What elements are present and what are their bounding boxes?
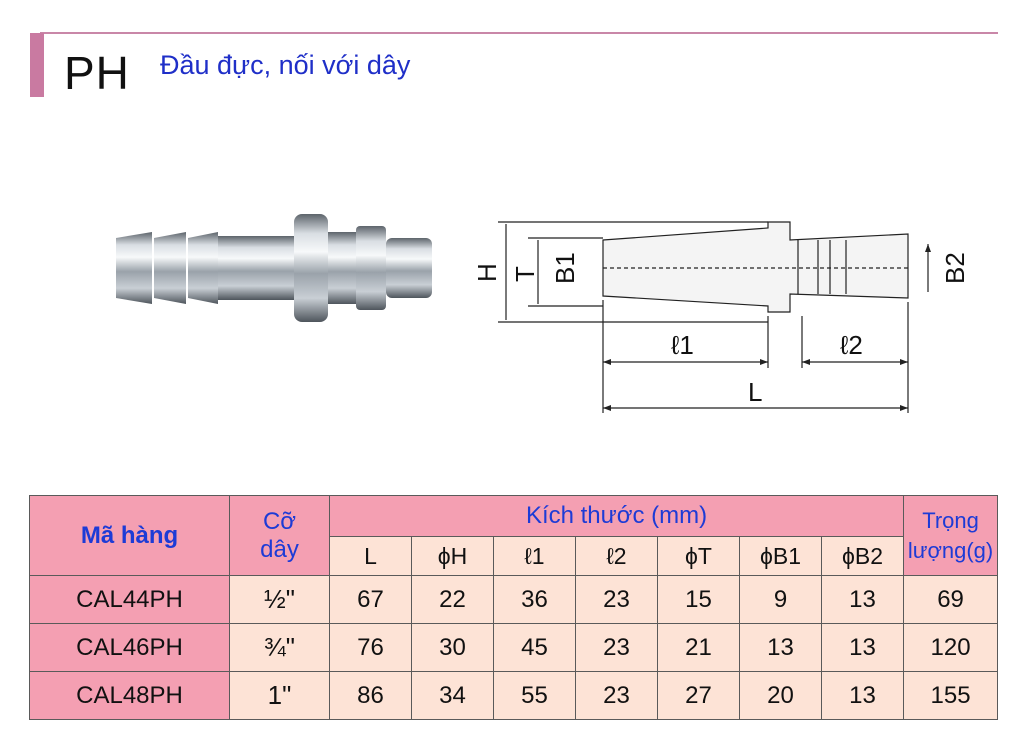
row-l2: 23 (575, 575, 658, 624)
row-l2: 23 (575, 671, 658, 720)
product-photo (116, 214, 432, 322)
sub-header-b2: ϕB2 (820, 536, 905, 576)
dim-label-b2: B2 (940, 252, 970, 284)
row-size: ½" (229, 575, 330, 624)
row-h: 22 (411, 575, 494, 624)
col-header-size-line1: Cỡ (262, 507, 297, 535)
accent-bar (30, 33, 44, 97)
row-code: CAL46PH (29, 623, 230, 672)
table-row: CAL48PH 1" 86 34 55 23 27 20 13 155 (29, 671, 999, 720)
product-description: Đầu đực, nối với dây (160, 50, 411, 80)
dimension-drawing: H T B1 B2 ℓ1 ℓ2 L (472, 221, 970, 413)
row-l1: 45 (493, 623, 576, 672)
row-h: 34 (411, 671, 494, 720)
row-l: 86 (329, 671, 412, 720)
row-code: CAL48PH (29, 671, 230, 720)
dim-label-l2: ℓ2 (840, 330, 863, 360)
row-l: 67 (329, 575, 412, 624)
row-size: 1" (229, 671, 330, 720)
dim-label-t: T (510, 266, 540, 282)
row-code: CAL44PH (29, 575, 230, 624)
sub-header-b1: ϕB1 (739, 536, 822, 576)
col-header-size: Cỡ dây (229, 495, 330, 576)
row-t: 15 (657, 575, 740, 624)
row-b1: 13 (739, 623, 822, 672)
table-row: CAL44PH ½" 67 22 36 23 15 9 13 69 (29, 575, 999, 624)
sub-header-l: L (329, 536, 412, 576)
row-l2: 23 (575, 623, 658, 672)
col-header-size-line2: dây (260, 535, 299, 563)
dim-label-l: L (748, 377, 762, 407)
col-header-weight-line2: lượng(g) (907, 537, 994, 563)
top-rule (40, 32, 998, 34)
col-header-dimensions: Kích thước (mm) (328, 495, 905, 537)
row-b2: 13 (820, 575, 905, 624)
row-l1: 55 (493, 671, 576, 720)
row-b1: 20 (739, 671, 822, 720)
row-weight: 69 (903, 575, 999, 624)
row-l1: 36 (493, 575, 576, 624)
dim-label-b1: B1 (550, 252, 580, 284)
row-b1: 9 (739, 575, 822, 624)
row-b2: 13 (820, 623, 905, 672)
row-size: ¾" (229, 623, 330, 672)
col-header-weight: Trọng lượng(g) (903, 495, 999, 576)
row-weight: 120 (903, 623, 999, 672)
col-header-weight-line1: Trọng (922, 507, 979, 533)
row-t: 27 (657, 671, 740, 720)
col-header-code: Mã hàng (29, 495, 230, 576)
row-weight: 155 (903, 671, 999, 720)
sub-header-l2: ℓ2 (575, 536, 658, 576)
product-code-title: PH (64, 47, 130, 99)
sub-header-t: ϕT (657, 536, 740, 576)
row-l: 76 (329, 623, 412, 672)
row-h: 30 (411, 623, 494, 672)
sub-header-l1: ℓ1 (493, 536, 576, 576)
row-t: 21 (657, 623, 740, 672)
row-b2: 13 (820, 671, 905, 720)
spec-table: Mã hàng Cỡ dây Kích thước (mm) Trọng lượ… (29, 495, 999, 720)
dim-label-l1: ℓ1 (671, 330, 694, 360)
table-row: CAL46PH ¾" 76 30 45 23 21 13 13 120 (29, 623, 999, 672)
dim-label-h: H (472, 263, 502, 282)
sub-header-h: ϕH (411, 536, 494, 576)
